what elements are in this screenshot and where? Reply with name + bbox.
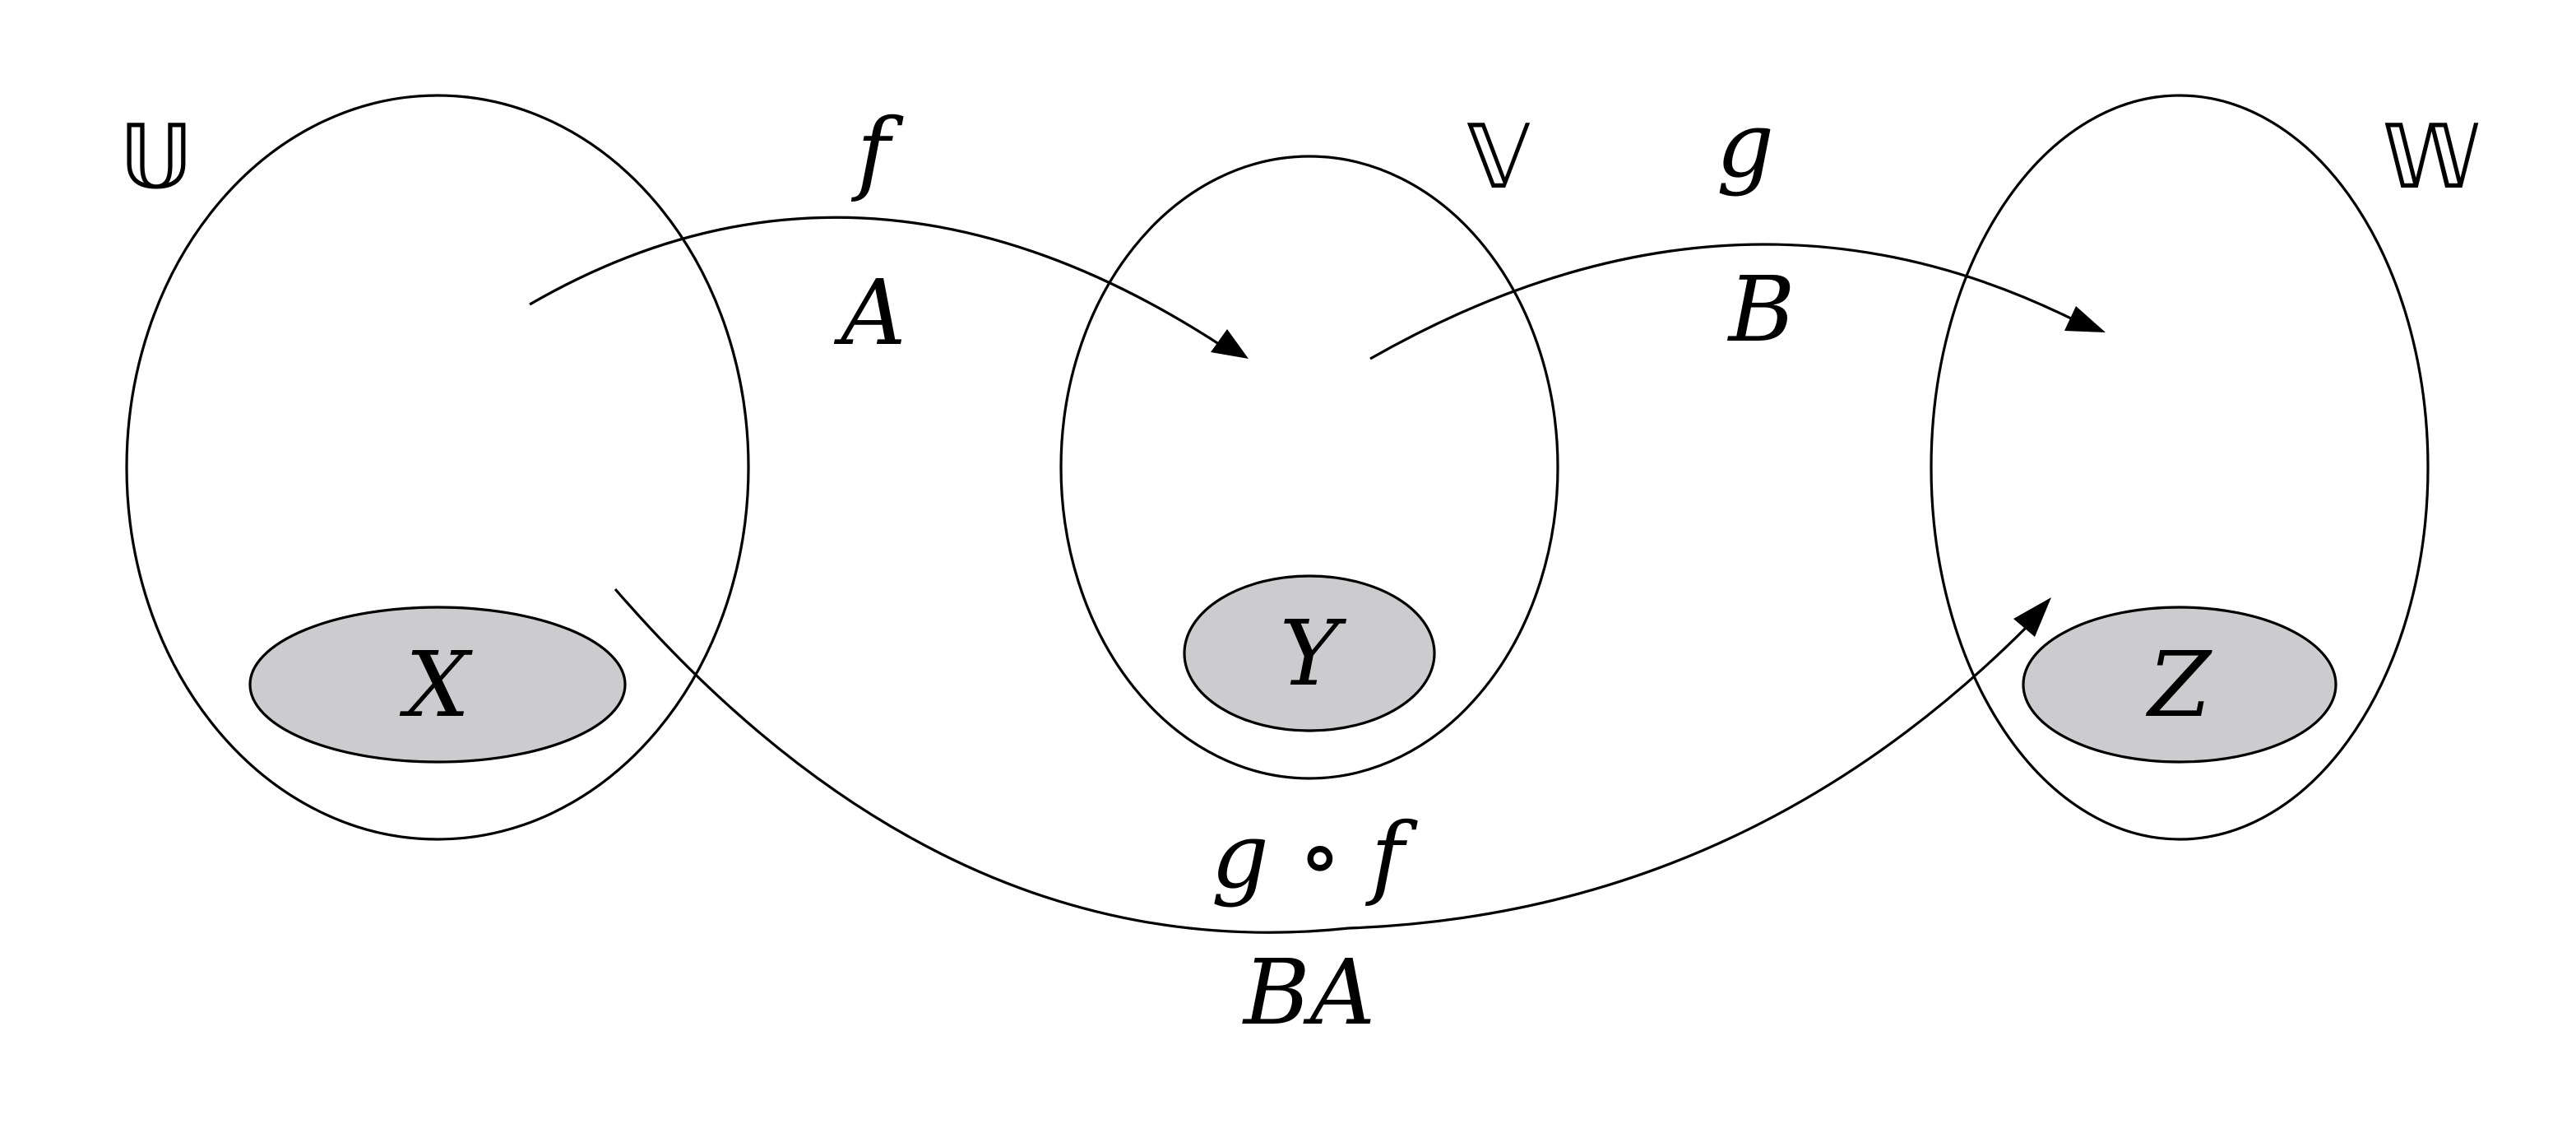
set-w-outline	[1930, 94, 2430, 841]
arrow-composite-matrix: BA	[1242, 940, 1375, 1045]
set-v-label: 𝕍	[1466, 106, 1531, 209]
arrow-composite: g ∘ f BA	[614, 588, 2051, 1045]
arrow-f-name: f	[851, 99, 904, 204]
arrow-g-curve	[1369, 243, 2080, 360]
arrow-f-matrix: A	[833, 260, 906, 365]
set-w-label: 𝕎	[2382, 106, 2481, 209]
subset-y-label: Y	[1280, 601, 1347, 706]
set-u: X 𝕌	[119, 94, 750, 841]
arrow-f: f A	[529, 99, 1249, 365]
set-u-label: 𝕌	[119, 106, 193, 209]
arrow-composite-name: g ∘ f	[1212, 803, 1418, 908]
arrow-f-curve	[529, 216, 1225, 349]
subset-y	[1183, 574, 1436, 732]
set-w: Z 𝕎	[1930, 94, 2481, 841]
subset-x-label: X	[399, 632, 473, 737]
subset-x	[248, 606, 627, 764]
arrow-f-head	[1211, 329, 1249, 359]
arrow-g-head	[2064, 306, 2106, 332]
arrow-g: g B	[1369, 92, 2106, 362]
arrow-composite-head	[2013, 597, 2051, 637]
arrow-composite-curve	[614, 588, 2033, 934]
set-v-outline	[1059, 155, 1559, 780]
arrow-g-name: g	[1717, 92, 1774, 197]
set-v: Y 𝕍	[1059, 106, 1559, 780]
arrow-g-matrix: B	[1727, 257, 1795, 362]
subset-z-label: Z	[2146, 632, 2212, 737]
subset-z	[2022, 606, 2337, 764]
set-u-outline	[125, 94, 750, 841]
